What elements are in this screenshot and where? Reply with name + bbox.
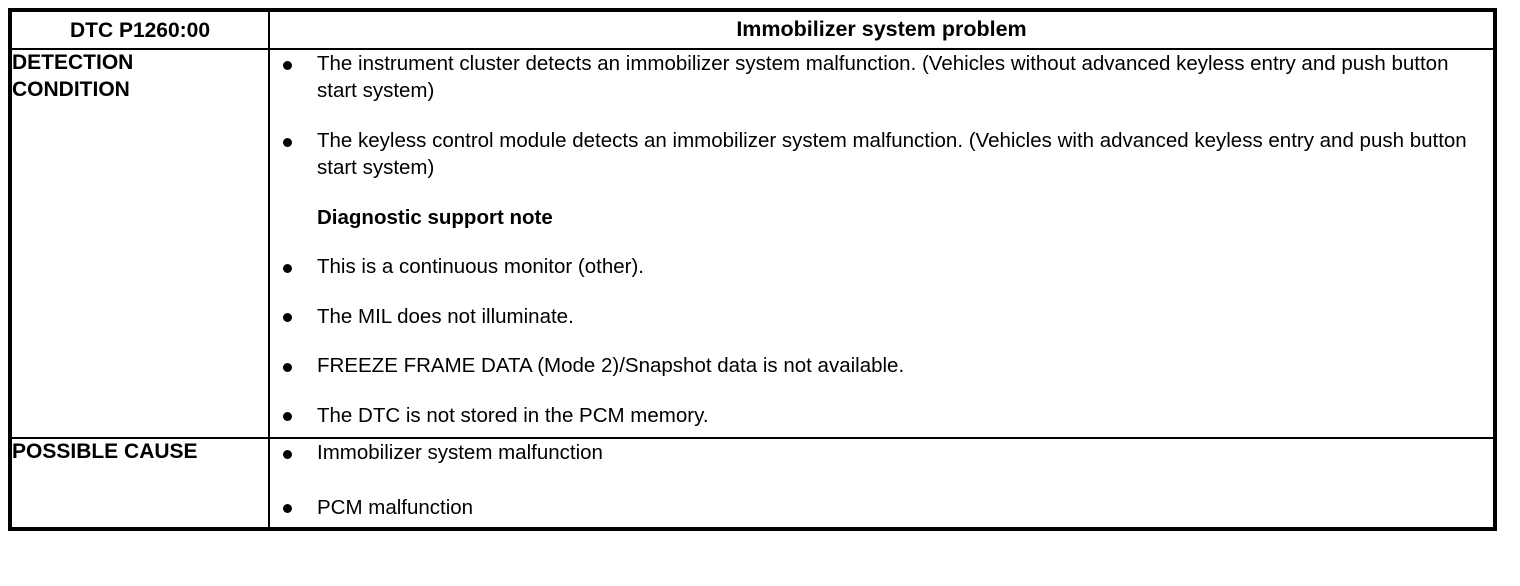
detection-condition-label-cell: DETECTION CONDITION: [9, 47, 270, 440]
list-item: The keyless control module detects an im…: [270, 127, 1493, 182]
list-item: The DTC is not stored in the PCM memory.: [270, 402, 1493, 429]
list-item: FREEZE FRAME DATA (Mode 2)/Snapshot data…: [270, 352, 1493, 379]
list-item: The MIL does not illuminate.: [270, 303, 1493, 330]
bullet-dot-icon: [283, 412, 292, 422]
possible-cause-content-cell: Immobilizer system malfunction PCM malfu…: [268, 437, 1496, 531]
possible-cause-label-cell: POSSIBLE CAUSE: [9, 437, 270, 531]
bullet-dot-icon: [283, 264, 292, 273]
list-item-text: PCM malfunction: [317, 495, 474, 519]
bullet-dot-icon: [283, 60, 292, 70]
bullet-dot-icon: [283, 313, 292, 323]
table-header-row: DTC P1260:00 Immobilizer system problem: [9, 9, 1496, 50]
bullet-dot-icon: [283, 449, 292, 459]
detection-condition-label-line-1: DETECTION: [12, 51, 134, 74]
list-item-text: This is a continuous monitor (other).: [317, 255, 644, 279]
detection-condition-list: The instrument cluster detects an immobi…: [270, 50, 1493, 429]
list-item: This is a continuous monitor (other).: [270, 253, 1493, 280]
dtc-title-cell: Immobilizer system problem: [268, 9, 1496, 50]
possible-cause-list: Immobilizer system malfunction PCM malfu…: [270, 439, 1493, 521]
detection-condition-label-line-2: CONDITION: [12, 77, 130, 101]
list-item: PCM malfunction: [270, 494, 1493, 521]
table-row-possible-cause: POSSIBLE CAUSE Immobilizer system malfun…: [9, 437, 1496, 531]
detection-condition-content-cell: The instrument cluster detects an immobi…: [268, 47, 1496, 440]
list-item-text: Immobilizer system malfunction: [317, 441, 603, 465]
bullet-dot-icon: [283, 362, 292, 372]
list-item-text: The MIL does not illuminate.: [317, 304, 574, 328]
table-row-detection-condition: DETECTION CONDITION The instrument clust…: [9, 47, 1496, 440]
list-item-text: The DTC is not stored in the PCM memory.: [317, 403, 709, 427]
list-item-text: The keyless control module detects an im…: [317, 128, 1467, 180]
bullet-dot-icon: [283, 137, 292, 147]
list-item-text: FREEZE FRAME DATA (Mode 2)/Snapshot data…: [317, 354, 905, 378]
possible-cause-label-line-1: POSSIBLE CAUSE: [12, 440, 198, 464]
bullet-dot-icon: [283, 504, 292, 514]
list-item-text: The instrument cluster detects an immobi…: [317, 52, 1449, 103]
dtc-code-cell: DTC P1260:00: [9, 9, 270, 50]
dtc-diagnostic-table: DTC P1260:00 Immobilizer system problem …: [8, 8, 1497, 532]
diagnostic-support-note-heading: Diagnostic support note: [317, 205, 553, 229]
list-item: Immobilizer system malfunction: [270, 439, 1493, 466]
list-item: The instrument cluster detects an immobi…: [270, 50, 1493, 105]
